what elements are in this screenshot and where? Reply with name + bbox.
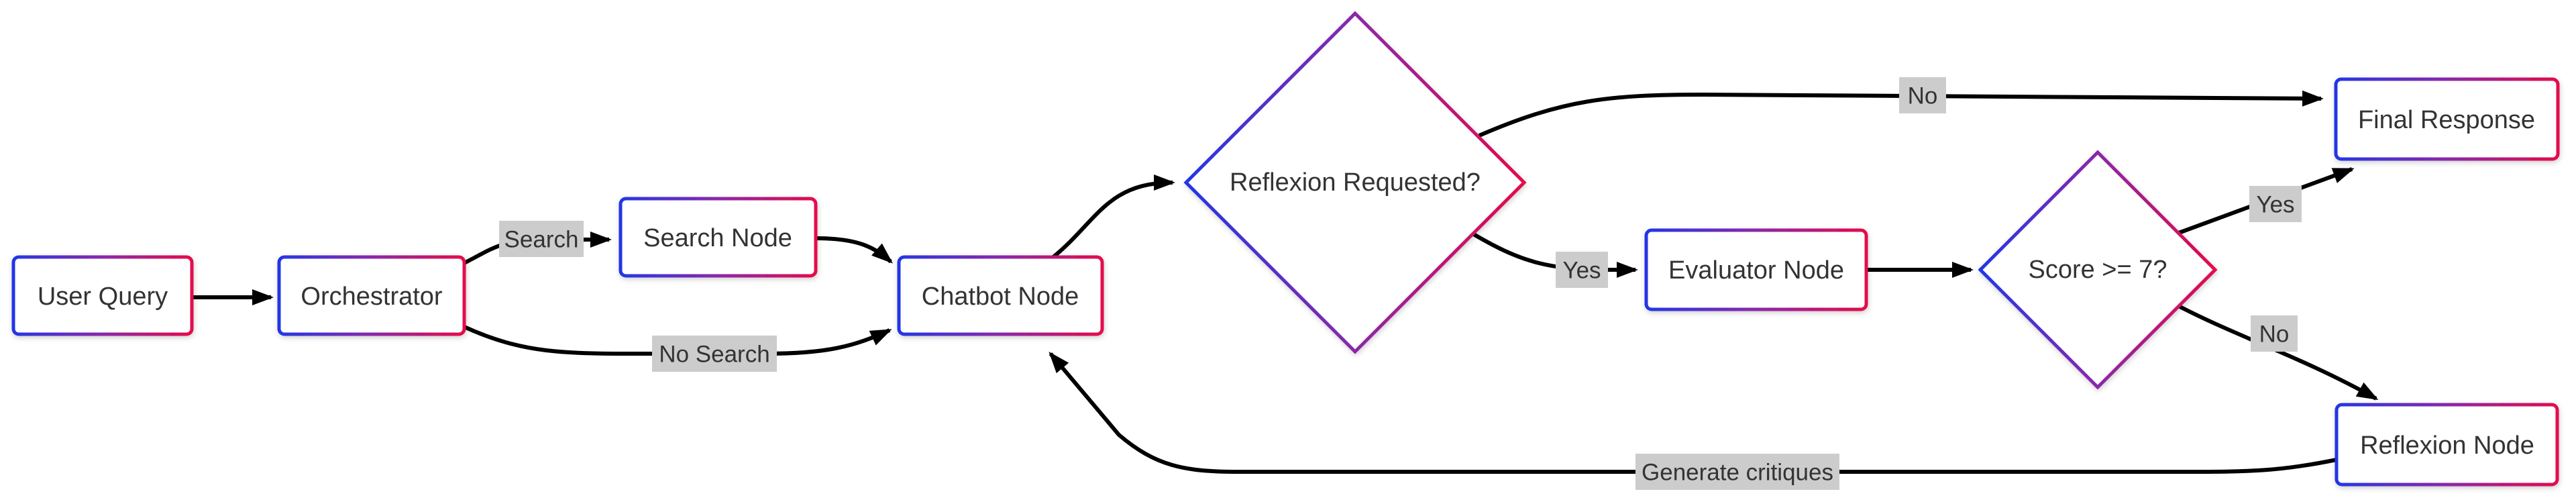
edge-label-no-top-text: No — [1908, 83, 1938, 109]
node-reflexion-requested-label: Reflexion Requested? — [1230, 168, 1481, 197]
node-chatbot-node-label: Chatbot Node — [922, 283, 1079, 311]
node-final-response-box — [2334, 77, 2560, 161]
edge-label-yes-right: Yes — [2249, 186, 2302, 222]
edge-label-search: Search — [499, 221, 584, 257]
edge-reflexion-node-to-chatbot-node-generate-critiques — [1049, 351, 2337, 474]
node-evaluator-node-box — [1644, 228, 1868, 311]
node-search-node-box — [619, 197, 818, 278]
edge-reflexion-requested-to-evaluator-node-yes — [1468, 230, 1638, 278]
node-reflexion-node: Reflexion Node — [2334, 403, 2559, 487]
edge-label-yes-right-text: Yes — [2256, 192, 2294, 218]
edge-label-no-right-text: No — [2259, 321, 2290, 348]
edge-label-search-text: Search — [504, 227, 579, 253]
edge-group — [192, 90, 2379, 474]
node-final-response: Final Response — [2334, 77, 2560, 161]
node-reflexion-node-box — [2334, 403, 2559, 487]
node-orchestrator: Orchestrator — [277, 255, 466, 336]
node-user-query-label: User Query — [38, 283, 168, 311]
edge-label-no-search: No Search — [652, 336, 777, 372]
edge-label-generate-critiques-bg — [1635, 454, 1839, 490]
edge-label-yes-mid-bg — [1556, 252, 1608, 288]
node-orchestrator-label: Orchestrator — [301, 283, 443, 311]
edge-label-no-top-bg — [1899, 77, 1946, 113]
edge-search-node-to-chatbot-node — [815, 236, 894, 264]
edge-label-no-right-bg — [2251, 315, 2298, 352]
edge-label-no-search-text: No Search — [659, 342, 769, 368]
edge-orchestrator-to-chatbot-node — [463, 325, 892, 356]
node-score-check-label: Score >= 7? — [2028, 256, 2167, 284]
node-reflexion-node-label: Reflexion Node — [2360, 432, 2534, 460]
node-orchestrator-box — [277, 255, 466, 336]
edge-label-yes-mid: Yes — [1556, 252, 1608, 288]
node-final-response-label: Final Response — [2358, 106, 2535, 134]
edge-label-search-bg — [499, 221, 584, 257]
node-user-query: User Query — [11, 255, 194, 336]
edge-reflexion-requested-to-final-response-no — [1478, 90, 2324, 138]
node-evaluator-node: Evaluator Node — [1644, 228, 1868, 311]
node-chatbot-node: Chatbot Node — [897, 255, 1104, 336]
edge-label-no-search-bg — [652, 336, 777, 372]
edge-label-yes-right-bg — [2249, 186, 2302, 222]
node-score-check: Score >= 7? — [1978, 150, 2218, 390]
node-user-query-box — [11, 255, 194, 336]
node-evaluator-node-label: Evaluator Node — [1668, 256, 1844, 285]
edge-label-no-right: No — [2251, 315, 2298, 352]
edge-label-yes-mid-text: Yes — [1562, 258, 1601, 284]
node-reflexion-requested-diamond — [1183, 11, 1527, 354]
edge-label-no-top: No — [1899, 77, 1946, 113]
edge-label-generate-critiques-text: Generate critiques — [1642, 460, 1833, 486]
node-chatbot-node-box — [897, 255, 1104, 336]
edge-chatbot-node-to-reflexion-requested — [1052, 174, 1175, 259]
node-reflexion-requested: Reflexion Requested? — [1183, 11, 1527, 354]
node-search-node: Search Node — [619, 197, 818, 278]
node-score-check-diamond — [1978, 150, 2218, 390]
node-search-node-label: Search Node — [643, 224, 792, 252]
edge-label-generate-critiques: Generate critiques — [1635, 454, 1839, 490]
